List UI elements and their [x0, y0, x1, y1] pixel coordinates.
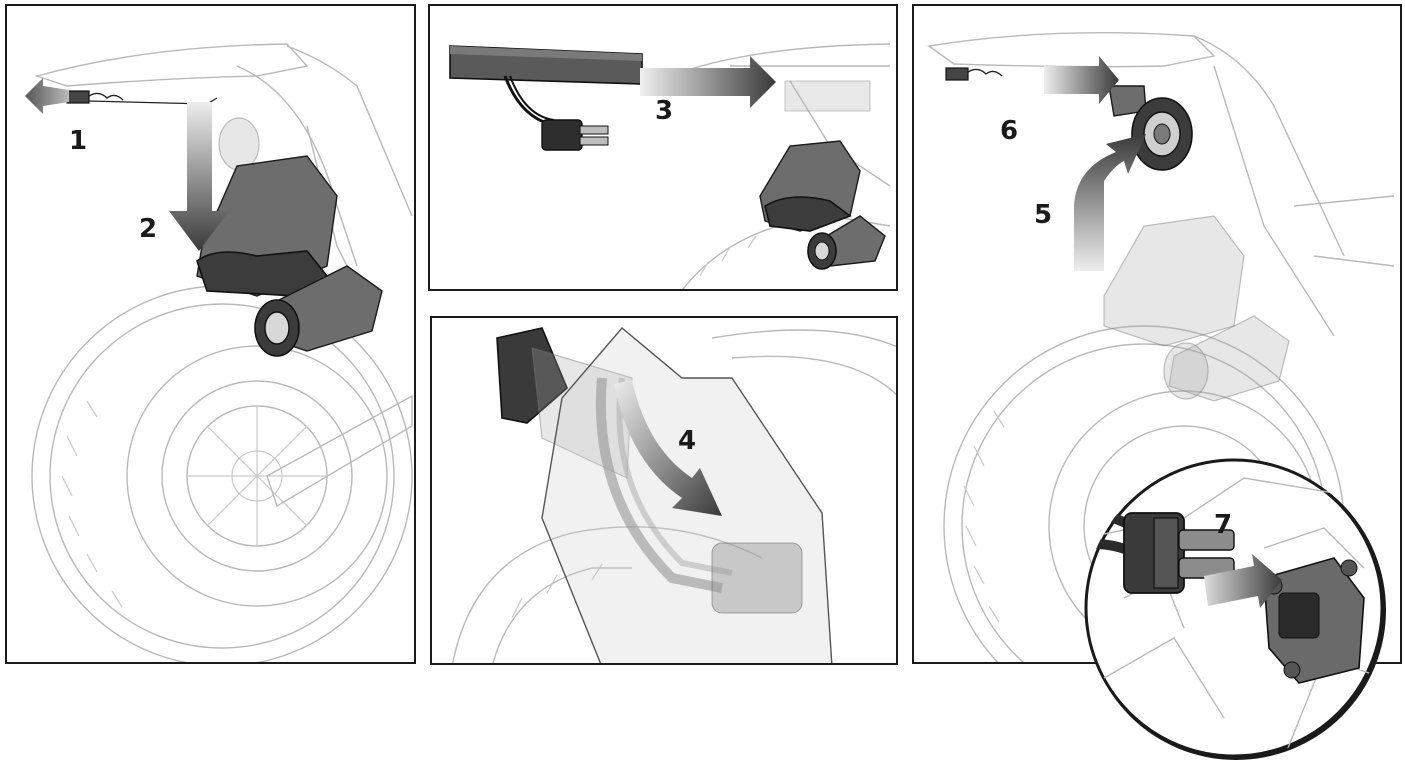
illustration-battery-routing — [430, 6, 898, 291]
arrow-step-6 — [1044, 56, 1119, 104]
panel-step-3: 3 — [428, 4, 898, 291]
connector-detail-inset: 7 — [1064, 458, 1404, 760]
step-label: 4 — [678, 428, 696, 454]
step-label: 6 — [1000, 118, 1018, 144]
rear-wheel — [32, 286, 412, 664]
illustration-connector-detail — [1064, 458, 1404, 760]
step-label: 2 — [139, 216, 157, 242]
panel-steps-1-2: 1 2 — [5, 4, 416, 664]
tail-light-assembly — [760, 141, 885, 269]
battery-pack — [450, 46, 642, 150]
connector-plug-icon — [946, 68, 1002, 80]
step-label: 7 — [1214, 512, 1232, 538]
step-label: 5 — [1034, 202, 1052, 228]
illustration-rear-tail-removal — [7, 6, 416, 664]
panel-step-4: 4 — [430, 316, 898, 665]
arrow-step-1 — [25, 78, 69, 114]
step-label: 3 — [655, 98, 673, 124]
illustration-cable-routing — [432, 318, 898, 665]
step-label: 1 — [69, 128, 87, 154]
tail-light-assembly — [197, 118, 382, 356]
